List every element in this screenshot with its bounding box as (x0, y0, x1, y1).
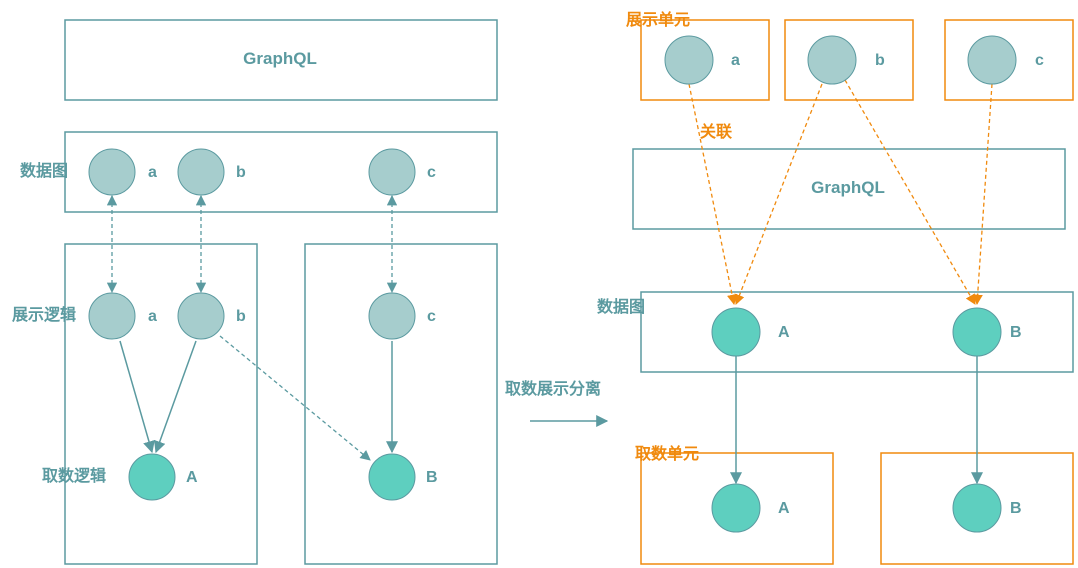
left-display-node-b (177, 292, 225, 340)
right-assoc-a-to-A (688, 83, 738, 306)
left-data-node-a (88, 148, 136, 196)
left-display-logic-label: 展示逻辑 (12, 305, 76, 324)
left-graphql-label: GraphQL (243, 49, 317, 68)
right-assoc-b-to-A (734, 83, 823, 305)
right-data-node-B (952, 307, 1002, 357)
right-fetch-unit-box-A (640, 452, 834, 565)
right-data-graph-label: 数据图 (597, 297, 645, 316)
right-data-node-A (711, 307, 761, 357)
right-display-unit-box-c (944, 19, 1074, 101)
left-data-node-c (368, 148, 416, 196)
left-data-graph-label: 数据图 (20, 161, 68, 180)
right-data-node-A-label: A (778, 324, 790, 341)
left-edge-b-to-B (219, 335, 371, 461)
right-assoc-c-to-B (972, 83, 993, 306)
left-data-node-c-label: c (427, 164, 436, 181)
right-display-node-a (664, 35, 714, 85)
left-data-graph-box (64, 131, 498, 213)
left-edge-b-to-A (154, 340, 197, 454)
right-display-unit-box-b (784, 19, 914, 101)
right-display-node-a-label: a (731, 52, 740, 69)
right-display-node-b-label: b (875, 52, 885, 69)
right-display-node-b (807, 35, 857, 85)
left-fetch-node-B (368, 453, 416, 501)
left-data-node-b (177, 148, 225, 196)
right-graphql-box (632, 148, 1066, 230)
left-display-node-a (88, 292, 136, 340)
right-data-node-B-label: B (1010, 324, 1022, 341)
left-fetch-node-B-label: B (426, 469, 438, 486)
left-graphql-box (64, 19, 498, 101)
right-fetch-node-A (711, 483, 761, 533)
left-fetch-logic-label: 取数逻辑 (42, 466, 106, 485)
left-column-box-2 (304, 243, 498, 565)
left-fetch-node-A-label: A (186, 469, 198, 486)
left-fetch-node-A (128, 453, 176, 501)
left-display-node-a-label: a (148, 308, 157, 325)
left-display-node-b-label: b (236, 308, 246, 325)
right-fetch-node-B-label: B (1010, 500, 1022, 517)
left-column-box-1 (64, 243, 258, 565)
right-display-node-c (967, 35, 1017, 85)
transition-label: 取数展示分离 (505, 379, 601, 398)
right-fetch-node-B (952, 483, 1002, 533)
left-data-node-a-label: a (148, 164, 157, 181)
left-display-node-c-label: c (427, 308, 436, 325)
left-data-node-b-label: b (236, 164, 246, 181)
right-association-label: 关联 (700, 122, 732, 141)
right-display-node-c-label: c (1035, 52, 1044, 69)
right-display-unit-box-a (640, 19, 770, 101)
right-assoc-b-to-B (844, 79, 976, 305)
left-edge-a-to-A (119, 340, 155, 454)
left-display-node-c (368, 292, 416, 340)
right-graphql-label: GraphQL (811, 178, 885, 197)
right-data-graph-box (640, 291, 1074, 373)
right-fetch-node-A-label: A (778, 500, 790, 517)
